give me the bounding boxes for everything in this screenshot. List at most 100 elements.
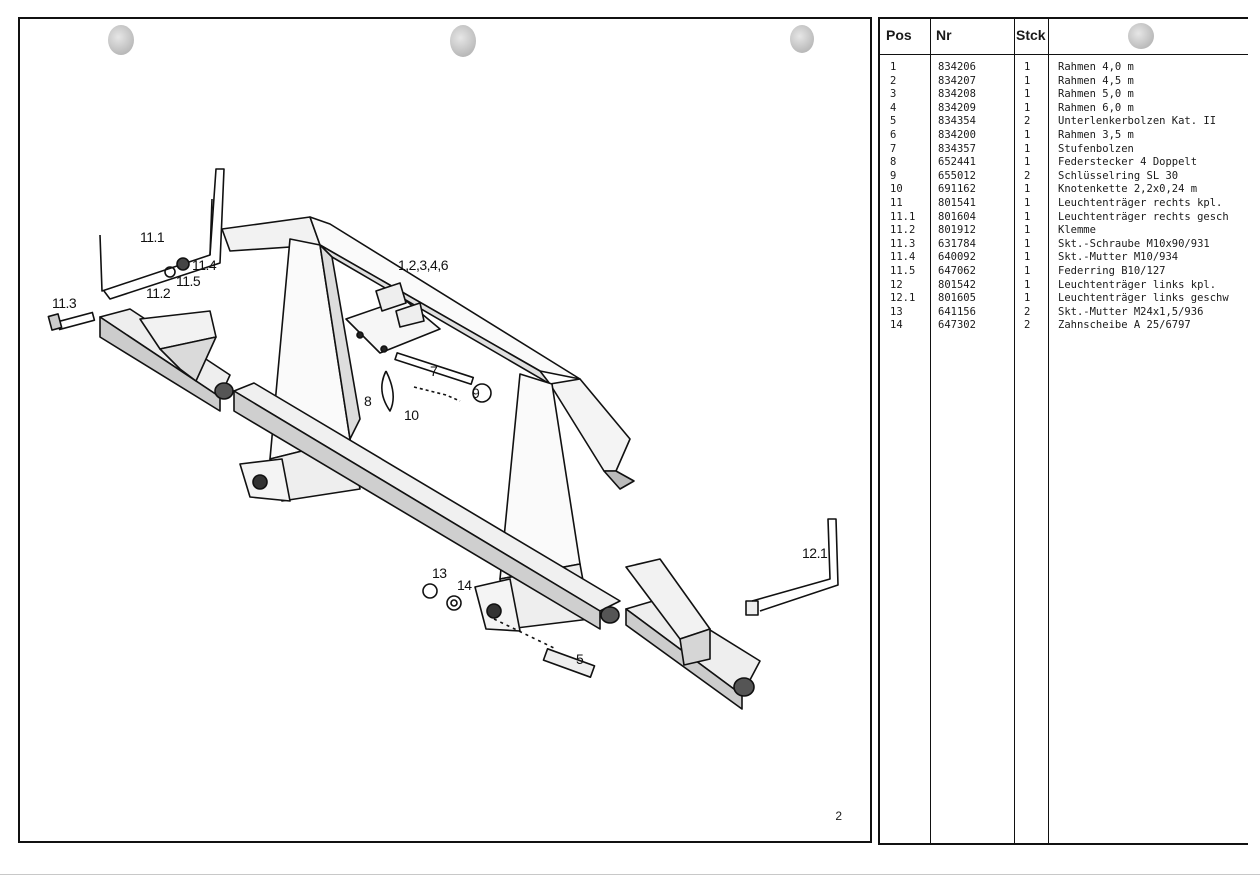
row-part-number: 834209 — [938, 101, 976, 114]
callout-label: 11.5 — [176, 273, 201, 289]
row-description: Leuchtenträger rechts kpl. — [1058, 196, 1223, 209]
lamp-bracket-drawing — [99, 168, 839, 616]
linkage-plate-drawing — [345, 282, 441, 354]
row-pos: 11 — [890, 196, 903, 209]
row-pos: 3 — [890, 88, 897, 101]
row-quantity: 1 — [1024, 251, 1031, 264]
row-part-number: 647062 — [938, 264, 976, 277]
row-part-number: 834354 — [938, 115, 976, 128]
callout-label: 11.2 — [146, 285, 171, 301]
row-pos: 11.3 — [890, 237, 916, 250]
row-quantity: 2 — [1024, 115, 1031, 128]
row-description: Rahmen 4,0 m — [1058, 61, 1134, 73]
punch-hole-mark — [108, 25, 134, 55]
row-pos: 8 — [890, 156, 897, 169]
callout-label: 14 — [457, 577, 472, 593]
row-description: Rahmen 3,5 m — [1058, 128, 1134, 141]
table-row: 11.5 647062 1 Federring B10/127 — [880, 265, 1248, 279]
row-pos: 12.1 — [890, 292, 916, 305]
header-nr: Nr — [936, 27, 952, 43]
row-pos: 12 — [890, 278, 903, 291]
row-description: Klemme — [1058, 224, 1096, 237]
callout-label: 12.1 — [802, 545, 828, 561]
row-quantity: 1 — [1024, 88, 1031, 101]
row-part-number: 834200 — [938, 128, 976, 141]
row-quantity: 1 — [1024, 264, 1031, 277]
row-quantity: 1 — [1024, 183, 1031, 196]
row-description: Schlüsselring SL 30 — [1058, 169, 1179, 182]
row-part-number: 834208 — [938, 88, 976, 101]
callout-label: 5 — [576, 651, 584, 667]
row-part-number: 647302 — [938, 319, 976, 332]
row-pos: 2 — [890, 74, 897, 87]
row-quantity: 2 — [1024, 169, 1031, 182]
callout-label: 11.1 — [140, 229, 165, 245]
row-part-number: 691162 — [938, 183, 976, 196]
row-pos: 11.5 — [890, 264, 916, 277]
row-part-number: 801541 — [938, 196, 976, 209]
row-quantity: 1 — [1024, 61, 1031, 73]
table-row: 11 801541 1 Leuchtenträger rechts kpl. — [880, 197, 1248, 211]
row-quantity: 1 — [1024, 196, 1031, 209]
table-row: 12.1 801605 1 Leuchtenträger links geschw — [880, 292, 1248, 306]
callout-label: 1,2,3,4,6 — [398, 257, 449, 273]
row-description: Unterlenkerbolzen Kat. II — [1058, 115, 1217, 128]
page-bottom-rule — [0, 874, 1260, 875]
callout-label: 11.3 — [52, 295, 77, 311]
table-row: 4 834209 1 Rahmen 6,0 m — [880, 102, 1248, 116]
row-part-number: 801542 — [938, 278, 976, 291]
row-quantity: 1 — [1024, 74, 1031, 87]
row-description: Rahmen 4,5 m — [1058, 74, 1134, 87]
row-description: Leuchtenträger links geschw — [1058, 292, 1229, 305]
page-number: 2 — [835, 809, 842, 823]
row-description: Knotenkette 2,2x0,24 m — [1058, 183, 1198, 196]
row-pos: 10 — [890, 183, 903, 196]
row-pos: 1 — [890, 61, 897, 73]
row-description: Skt.-Mutter M24x1,5/936 — [1058, 305, 1204, 318]
row-pos: 4 — [890, 101, 897, 114]
row-part-number: 641156 — [938, 305, 976, 318]
row-pos: 14 — [890, 319, 903, 332]
row-quantity: 1 — [1024, 237, 1031, 250]
row-quantity: 1 — [1024, 210, 1031, 223]
row-description: Rahmen 6,0 m — [1058, 101, 1134, 114]
callout-label: 9 — [472, 385, 480, 401]
row-quantity: 1 — [1024, 142, 1031, 155]
row-quantity: 1 — [1024, 292, 1031, 305]
table-row: 10 691162 1 Knotenkette 2,2x0,24 m — [880, 183, 1248, 197]
header-stck: Stck — [1016, 27, 1046, 43]
callout-label: 11.4 — [192, 257, 217, 273]
punch-hole-mark — [450, 25, 476, 57]
punch-hole-mark — [790, 25, 814, 53]
row-quantity: 1 — [1024, 128, 1031, 141]
row-part-number: 834207 — [938, 74, 976, 87]
row-description: Rahmen 5,0 m — [1058, 88, 1134, 101]
fastener-drawing — [47, 257, 596, 678]
callout-label: 8 — [364, 393, 372, 409]
table-row: 3 834208 1 Rahmen 5,0 m — [880, 88, 1248, 102]
row-part-number: 801605 — [938, 292, 976, 305]
punch-hole-mark — [1128, 23, 1154, 49]
row-part-number: 834357 — [938, 142, 976, 155]
row-part-number: 801604 — [938, 210, 976, 223]
row-part-number: 801912 — [938, 224, 976, 237]
row-quantity: 2 — [1024, 319, 1031, 332]
row-description: Federring B10/127 — [1058, 264, 1166, 277]
row-quantity: 1 — [1024, 156, 1031, 169]
row-description: Leuchtenträger links kpl. — [1058, 278, 1217, 291]
row-description: Skt.-Schraube M10x90/931 — [1058, 237, 1210, 250]
row-pos: 7 — [890, 142, 897, 155]
row-quantity: 1 — [1024, 101, 1031, 114]
callout-label: 7 — [430, 363, 438, 379]
row-quantity: 2 — [1024, 305, 1031, 318]
